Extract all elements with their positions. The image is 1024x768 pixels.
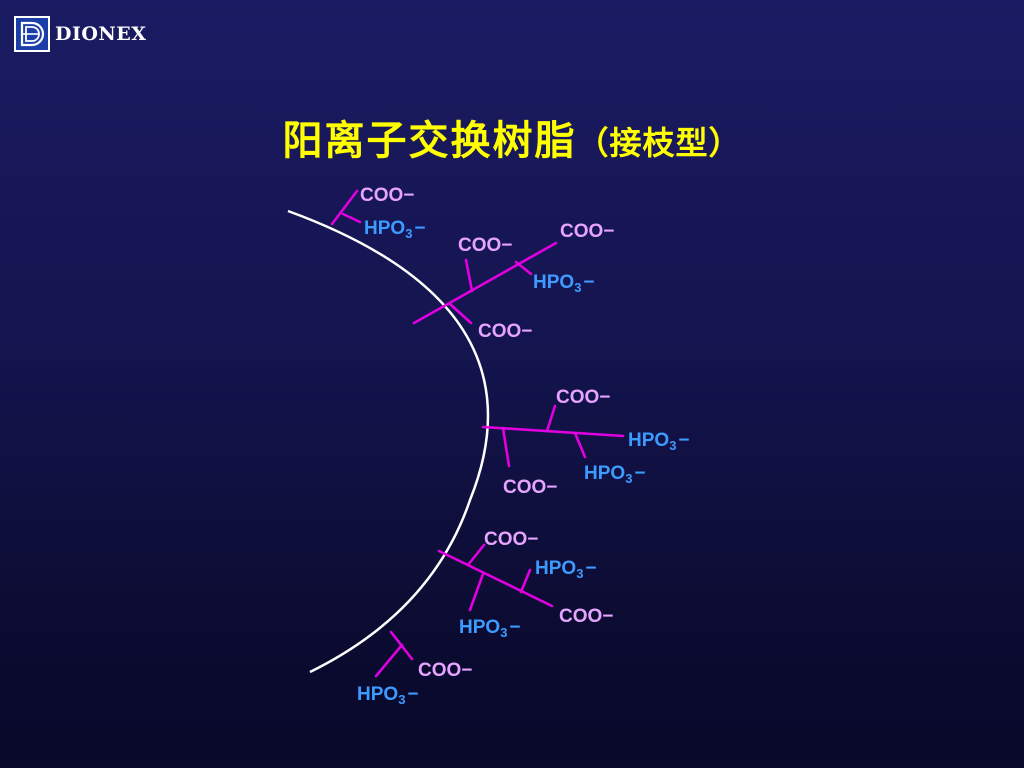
hpo3-label: HPO3− [628, 430, 690, 453]
graft-group-5 [374, 630, 414, 678]
hpo3-label: HPO3− [364, 218, 426, 241]
graft-group-4 [437, 543, 554, 612]
coo-label: COO− [484, 529, 538, 550]
hpo3-label: HPO3− [584, 463, 646, 486]
dionex-logo: DIONEX [14, 16, 147, 52]
logo-text: DIONEX [55, 23, 147, 45]
hpo3-label: HPO3− [535, 558, 597, 581]
graft-group-3 [481, 404, 625, 468]
hpo3-label: HPO3− [533, 272, 595, 295]
coo-label: COO− [503, 477, 557, 498]
coo-label: COO− [556, 387, 610, 408]
hpo3-label: HPO3− [357, 684, 419, 707]
title-sub: （接枝型） [576, 124, 742, 162]
coo-label: COO− [478, 321, 532, 342]
coo-label: COO− [458, 235, 512, 256]
coo-label: COO− [360, 185, 414, 206]
resin-bead-surface [287, 209, 490, 674]
slide-title: 阳离子交换树脂（接枝型） [0, 108, 1024, 166]
graft-group-1 [330, 189, 362, 226]
coo-label: COO− [418, 660, 472, 681]
coo-label: COO− [560, 221, 614, 242]
coo-label: COO− [559, 606, 613, 627]
dionex-d-logo-icon [14, 16, 50, 52]
hpo3-label: HPO3− [459, 617, 521, 640]
graft-group-2 [412, 241, 558, 325]
title-main: 阳离子交换树脂 [282, 118, 577, 164]
